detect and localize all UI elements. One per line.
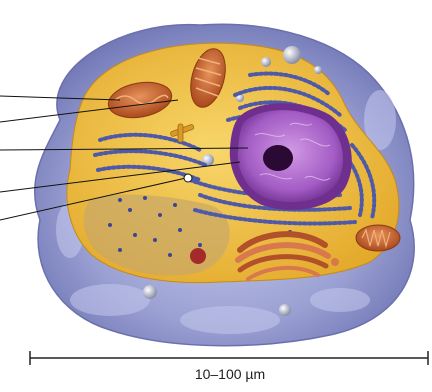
lysosome — [190, 248, 206, 264]
mitochondrion-right — [356, 225, 400, 251]
leader-line-5-marker — [184, 174, 192, 182]
scale-bar — [30, 351, 428, 365]
nucleolus — [263, 145, 293, 171]
golgi-vesicle — [331, 258, 339, 266]
scale-bar-label: 10–100 µm — [14, 366, 432, 382]
